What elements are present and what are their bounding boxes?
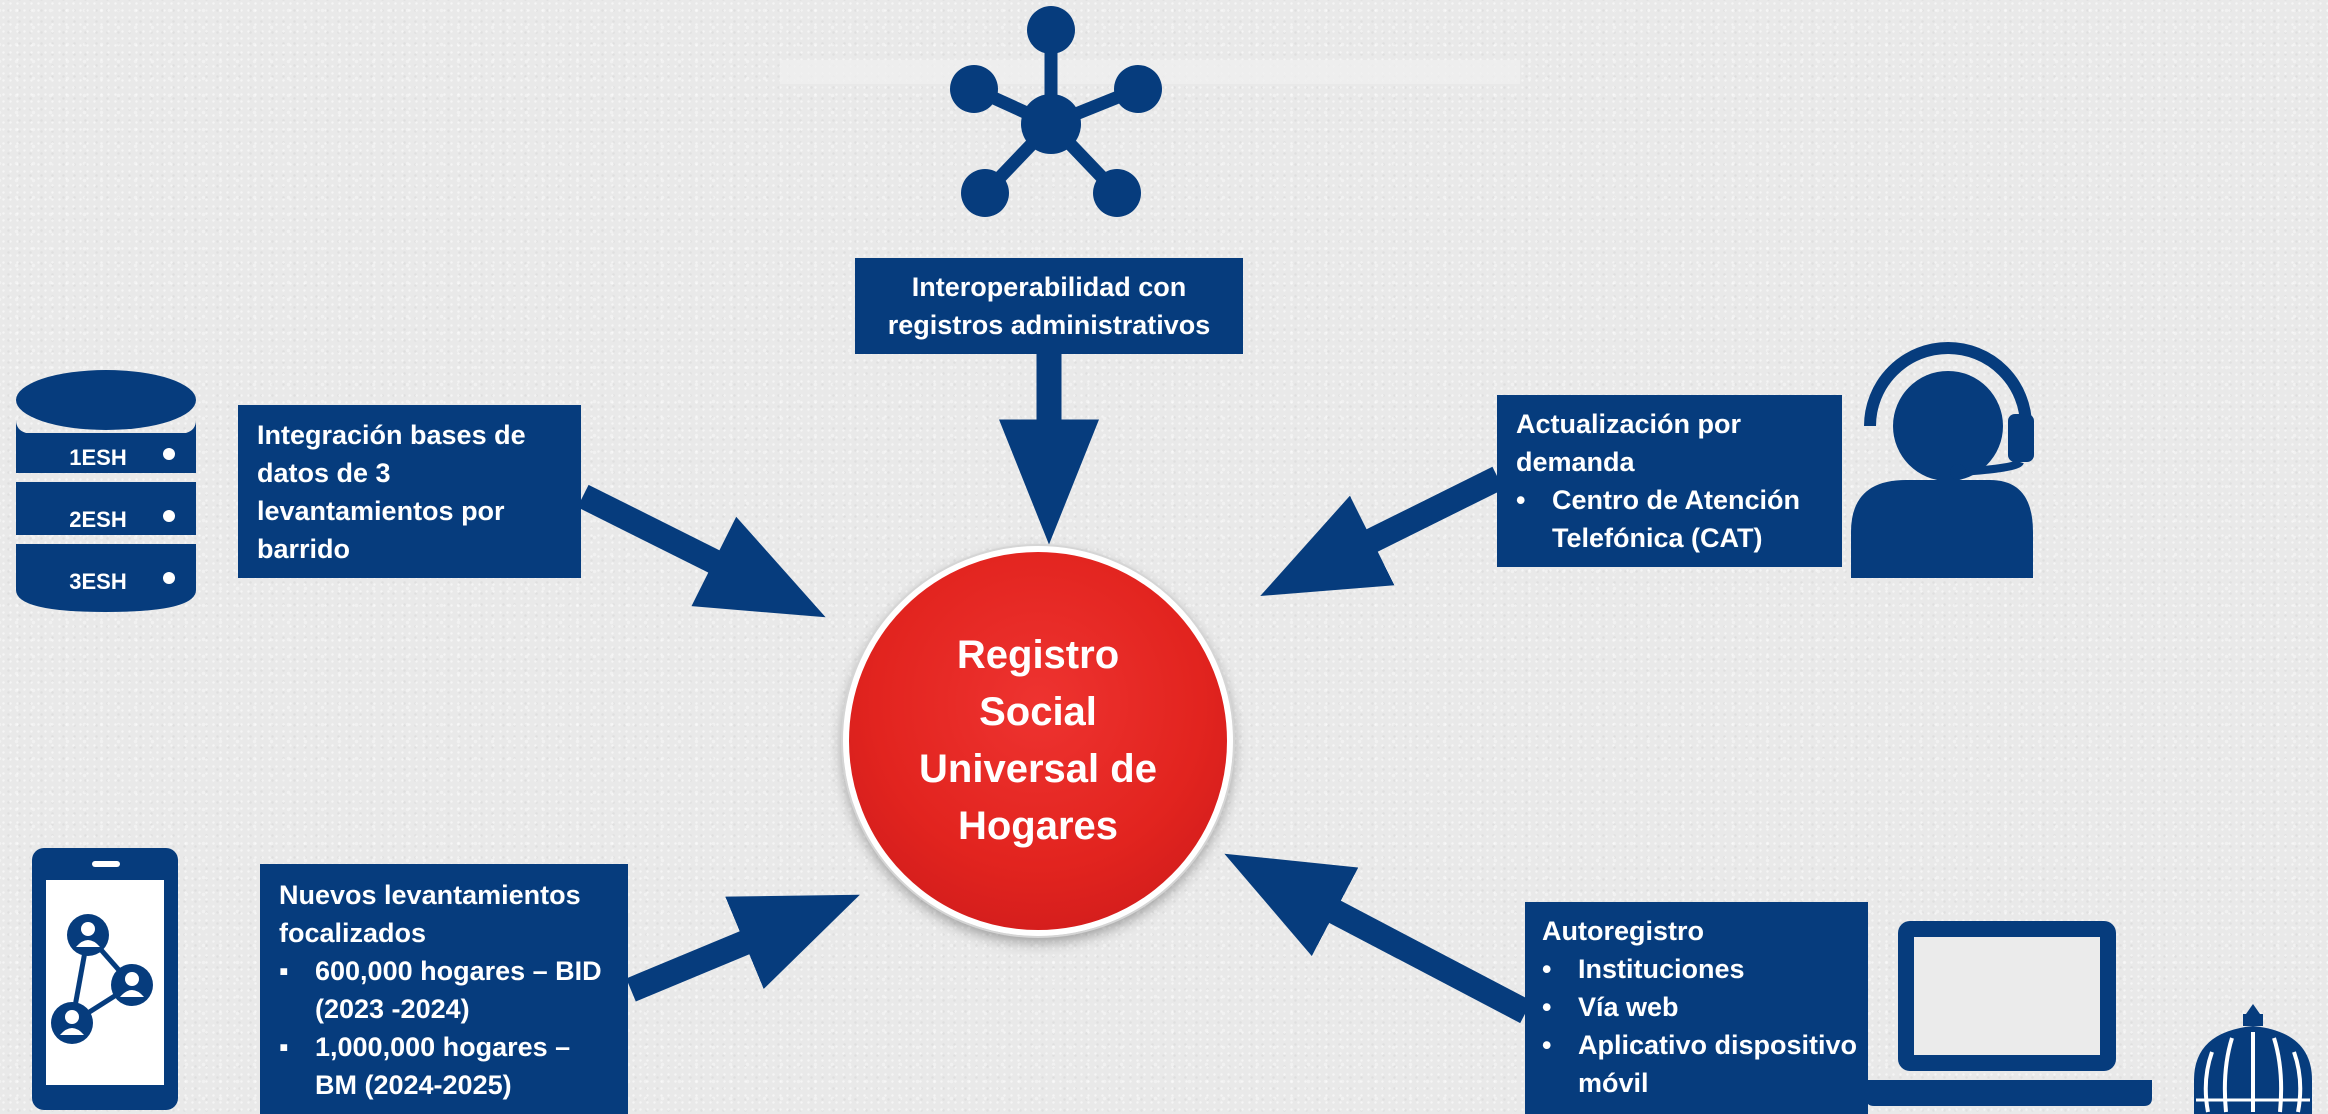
- autoregistro-box: Autoregistro •Instituciones •Vía web •Ap…: [1525, 902, 1868, 1114]
- arrow-autoregistro: [1224, 853, 1532, 1024]
- mobile-phone-network-icon: [32, 848, 178, 1110]
- interop-box: Interoperabilidad con registros administ…: [855, 258, 1243, 354]
- db-label-2: 2ESH: [69, 507, 126, 532]
- list-item: •Centro de Atención Telefónica (CAT): [1516, 485, 1801, 553]
- center-circle: Registro Social Universal de Hogares: [843, 546, 1233, 936]
- integracion-box: Integración bases de datos de 3 levantam…: [238, 405, 581, 578]
- autoregistro-title: Autoregistro: [1542, 916, 1704, 946]
- list-item: •Vía web: [1542, 992, 1679, 1022]
- db-dot-3: [163, 572, 175, 584]
- arrow-nuevos: [626, 894, 860, 1002]
- db-dot-1: [163, 448, 175, 460]
- interop-text: Interoperabilidad con registros administ…: [887, 272, 1211, 340]
- list-item: ▪1,000,000 hogares – BM (2024-2025): [279, 1032, 571, 1100]
- network-hub-icon: [950, 6, 1162, 217]
- nuevos-box: Nuevos levantamientos focalizados ▪600,0…: [260, 864, 628, 1114]
- db-dot-2: [163, 510, 175, 522]
- db-label-3: 3ESH: [69, 569, 126, 594]
- db-label-1: 1ESH: [69, 445, 126, 470]
- arrow-integracion: [577, 484, 826, 618]
- actualizacion-box: Actualización por demanda •Centro de Ate…: [1497, 395, 1842, 567]
- integracion-text: Integración bases de datos de 3 levantam…: [257, 420, 526, 564]
- database-icon: 1ESH 2ESH 3ESH: [16, 370, 196, 612]
- call-center-agent-icon: [1851, 342, 2034, 578]
- laptop-icon: [1866, 921, 2152, 1106]
- list-item: •Aplicativo dispositivo móvil: [1542, 1030, 1858, 1098]
- list-item: •Instituciones: [1542, 954, 1745, 984]
- arrow-actualizacion: [1260, 466, 1504, 597]
- dome-logo-icon: [2194, 1004, 2312, 1114]
- list-item: ▪600,000 hogares – BID (2023 -2024): [279, 956, 602, 1024]
- nuevos-title: Nuevos levantamientos focalizados: [279, 880, 581, 948]
- center-label: Registro Social Universal de Hogares: [919, 633, 1157, 848]
- actualizacion-title: Actualización por demanda: [1516, 409, 1742, 477]
